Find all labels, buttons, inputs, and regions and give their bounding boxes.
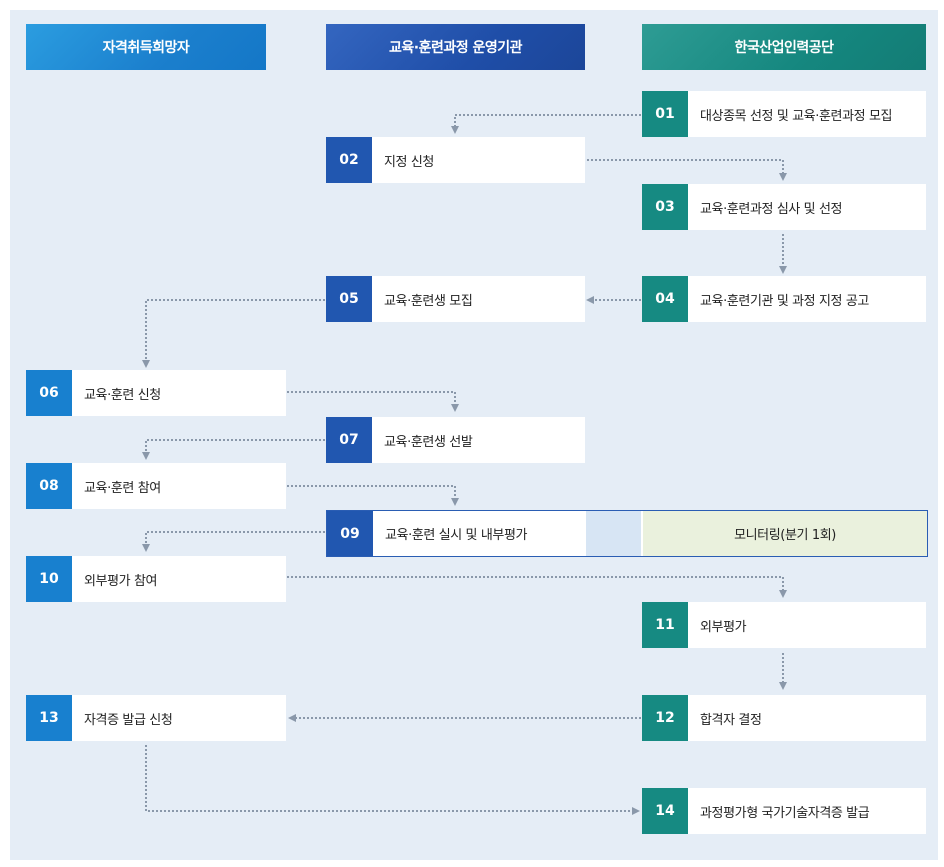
step-07: 07 교육·훈련생 선발 (326, 417, 585, 463)
step-label: 교육·훈련 참여 (84, 480, 161, 496)
step-label: 대상종목 선정 및 교육·훈련과정 모집 (700, 108, 893, 124)
step-number: 05 (326, 276, 372, 322)
step-number: 07 (326, 417, 372, 463)
step-number: 01 (642, 91, 688, 137)
step-label: 교육·훈련 실시 및 내부평가 (385, 528, 528, 543)
step-01: 01 대상종목 선정 및 교육·훈련과정 모집 (642, 91, 926, 137)
step-label: 합격자 결정 (700, 712, 762, 728)
step-label: 지정 신청 (384, 154, 434, 170)
step-number: 14 (642, 788, 688, 834)
process-flow-canvas: 자격취득희망자 교육·훈련과정 운영기관 한국산업인력공단 01 대상종 (10, 10, 938, 860)
step-number: 08 (26, 463, 72, 509)
header-training-institution: 교육·훈련과정 운영기관 (326, 24, 585, 70)
connector-10-11 (287, 576, 787, 598)
monitoring-link-band (586, 511, 641, 556)
step-label: 외부평가 참여 (84, 573, 158, 589)
flow-connectors (142, 114, 787, 815)
connector-01-02 (451, 114, 641, 134)
step-label: 교육·훈련생 모집 (384, 293, 473, 309)
connector-06-07 (287, 391, 459, 412)
step-number: 10 (26, 556, 72, 602)
connector-07-08 (142, 439, 325, 460)
connector-02-03 (587, 159, 787, 181)
monitoring-box: 모니터링(분기 1회) (643, 511, 927, 556)
step-11: 11 외부평가 (642, 602, 926, 648)
step-label: 교육·훈련기관 및 과정 지정 공고 (700, 293, 869, 309)
step-label: 외부평가 (700, 619, 747, 635)
step-label: 교육·훈련과정 심사 및 선정 (700, 201, 843, 217)
step-number: 03 (642, 184, 688, 230)
step-number: 12 (642, 695, 688, 741)
step-number: 02 (326, 137, 372, 183)
step-04: 04 교육·훈련기관 및 과정 지정 공고 (642, 276, 926, 322)
step-14: 14 과정평가형 국가기술자격증 발급 (642, 788, 926, 834)
step-number: 13 (26, 695, 72, 741)
step-number: 04 (642, 276, 688, 322)
step-number: 06 (26, 370, 72, 416)
step-08: 08 교육·훈련 참여 (26, 463, 286, 509)
step-09: 09 교육·훈련 실시 및 내부평가 (327, 511, 586, 556)
step-label: 교육·훈련 신청 (84, 387, 161, 403)
step-label: 교육·훈련생 선발 (384, 434, 473, 450)
step-label: 과정평가형 국가기술자격증 발급 (700, 805, 870, 821)
step-label: 자격증 발급 신청 (84, 712, 173, 728)
step-03: 03 교육·훈련과정 심사 및 선정 (642, 184, 926, 230)
connector-08-09 (287, 485, 459, 506)
step-12: 12 합격자 결정 (642, 695, 926, 741)
step-05: 05 교육·훈련생 모집 (326, 276, 585, 322)
header-hrdkorea: 한국산업인력공단 (642, 24, 926, 70)
connector-05-06 (142, 299, 325, 368)
step-number: 09 (327, 511, 373, 556)
connector-09-10 (142, 531, 325, 552)
step-number: 11 (642, 602, 688, 648)
step-02: 02 지정 신청 (326, 137, 585, 183)
header-applicant: 자격취득희망자 (26, 24, 266, 70)
step-13: 13 자격증 발급 신청 (26, 695, 286, 741)
internal-evaluation-group: 09 교육·훈련 실시 및 내부평가 모니터링(분기 1회) (326, 510, 928, 557)
connector-13-14 (145, 745, 640, 815)
step-10: 10 외부평가 참여 (26, 556, 286, 602)
step-06: 06 교육·훈련 신청 (26, 370, 286, 416)
